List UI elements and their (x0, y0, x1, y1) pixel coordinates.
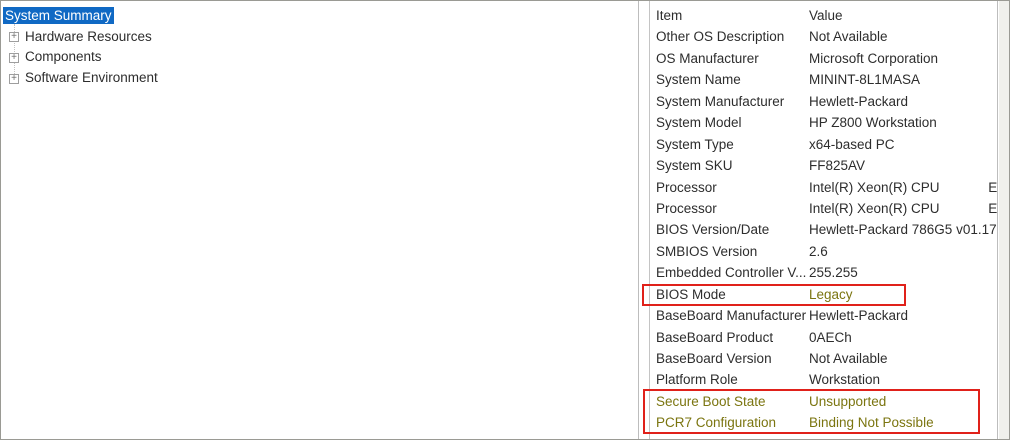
table-row-bios-mode[interactable]: BIOS Mode Legacy (650, 284, 997, 305)
tree-item-label: Hardware Resources (25, 28, 152, 44)
table-row[interactable]: System Type x64-based PC (650, 134, 997, 155)
item-cell: Secure Boot State (656, 393, 766, 409)
scrollbar-track[interactable] (999, 1, 1009, 439)
tree-item-label: System Summary (3, 7, 114, 24)
value-cell: Unsupported (809, 393, 887, 409)
item-cell: PCR7 Configuration (656, 415, 777, 431)
value-cell: 2.6 (809, 243, 828, 259)
item-cell: System Name (656, 72, 741, 88)
tree-item-system-summary[interactable]: System Summary (1, 6, 638, 27)
tree-item-label: Software Environment (25, 70, 158, 86)
table-row[interactable]: BaseBoard Version Not Available (650, 348, 997, 369)
value-cell: Hewlett-Packard 786G5 v01.17, 8/ (809, 222, 997, 238)
item-cell: Embedded Controller V... (656, 265, 807, 281)
table-row[interactable]: OS Manufacturer Microsoft Corporation (650, 48, 997, 69)
expand-icon[interactable]: + (9, 32, 19, 43)
value-cell: Workstation (809, 372, 881, 388)
value-cell: Binding Not Possible (809, 415, 934, 431)
value-cell: HP Z800 Workstation (809, 115, 937, 131)
item-cell: BaseBoard Version (656, 351, 772, 366)
column-header-item[interactable]: Item (656, 8, 683, 23)
item-cell: OS Manufacturer (656, 50, 759, 66)
item-cell: Platform Role (656, 372, 738, 388)
value-cell: Not Available (809, 351, 888, 366)
item-cell: System Manufacturer (656, 93, 785, 109)
table-row-pcr7-configuration[interactable]: PCR7 Configuration Binding Not Possible (650, 412, 997, 433)
table-row-secure-boot-state[interactable]: Secure Boot State Unsupported (650, 391, 997, 412)
value-cell: 0AECh (809, 329, 852, 345)
table-row[interactable]: System Name MININT-8L1MASA (650, 69, 997, 90)
table-row[interactable]: BaseBoard Manufacturer Hewlett-Packard (650, 305, 997, 326)
tree-item-components[interactable]: + Components (1, 47, 638, 68)
item-cell: BIOS Version/Date (656, 222, 770, 238)
table-row[interactable]: System SKU FF825AV (650, 155, 997, 176)
table-row[interactable]: Platform Role Workstation (650, 369, 997, 390)
value-cell: x64-based PC (809, 136, 895, 152)
pane-splitter[interactable] (640, 1, 649, 439)
value-cell: 255.255 (809, 265, 858, 281)
column-header-value[interactable]: Value (809, 8, 843, 23)
table-row[interactable]: Processor Intel(R) Xeon(R) CPU E5506 (650, 198, 997, 219)
tree-item-software-environment[interactable]: + Software Environment (1, 68, 638, 89)
tree-connector-line (14, 24, 15, 80)
value-cell: Hewlett-Packard (809, 308, 909, 324)
item-cell: SMBIOS Version (656, 243, 758, 259)
item-cell: BaseBoard Product (656, 329, 774, 345)
value-cell: MININT-8L1MASA (809, 72, 921, 88)
details-list-pane: Item Value Other OS Description Not Avai… (649, 1, 998, 439)
value-cell: Hewlett-Packard (809, 93, 909, 109)
item-cell: BIOS Mode (656, 286, 726, 302)
table-row[interactable]: Embedded Controller V... 255.255 (650, 262, 997, 283)
table-row[interactable]: SMBIOS Version 2.6 (650, 241, 997, 262)
table-row[interactable]: BIOS Version/Date Hewlett-Packard 786G5 … (650, 219, 997, 240)
item-cell: BaseBoard Manufacturer (656, 308, 807, 324)
item-cell: System SKU (656, 158, 733, 174)
value-cell: Legacy (809, 286, 853, 302)
value-cell: Intel(R) Xeon(R) CPU E5506 (809, 179, 997, 195)
tree-item-label: Components (25, 49, 102, 65)
list-header-row: Item Value (650, 5, 997, 26)
table-row[interactable]: Processor Intel(R) Xeon(R) CPU E5506 (650, 177, 997, 198)
item-cell: Processor (656, 179, 717, 195)
table-row[interactable]: System Model HP Z800 Workstation (650, 112, 997, 133)
value-cell: Intel(R) Xeon(R) CPU E5506 (809, 200, 997, 216)
category-tree-pane: System Summary + Hardware Resources + Comp… (1, 1, 639, 439)
value-cell: Microsoft Corporation (809, 50, 939, 66)
value-cell: Not Available (809, 29, 888, 45)
category-tree: System Summary + Hardware Resources + Comp… (1, 6, 638, 89)
table-row[interactable]: BaseBoard Product 0AECh (650, 327, 997, 348)
value-cell: FF825AV (809, 158, 866, 174)
expand-icon[interactable]: + (9, 73, 19, 84)
expand-icon[interactable]: + (9, 52, 19, 63)
table-row[interactable]: System Manufacturer Hewlett-Packard (650, 91, 997, 112)
item-cell: System Model (656, 115, 742, 131)
item-cell: System Type (656, 136, 734, 152)
item-cell: Processor (656, 200, 717, 216)
table-row[interactable]: Other OS Description Not Available (650, 26, 997, 47)
item-cell: Other OS Description (656, 29, 785, 45)
tree-item-hardware-resources[interactable]: + Hardware Resources (1, 27, 638, 48)
